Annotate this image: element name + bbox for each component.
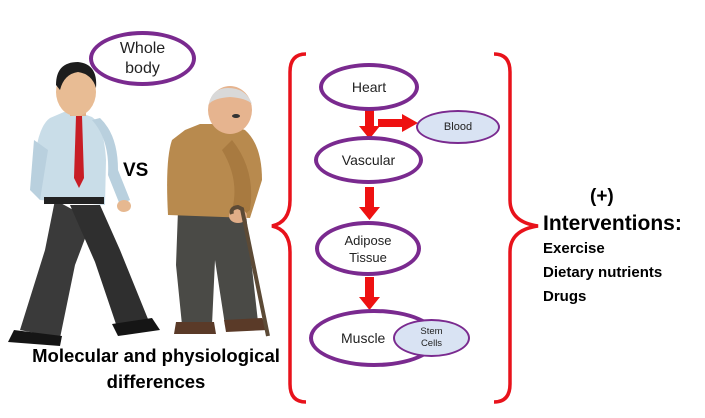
adipose-label-line1: Adipose bbox=[344, 232, 392, 248]
arrow-to-blood bbox=[378, 114, 418, 132]
vascular-label: Vascular bbox=[341, 152, 396, 168]
whole-body-line1: Whole bbox=[119, 39, 166, 57]
whole-body-oval: Whole body bbox=[89, 31, 196, 86]
caption: Molecular and physiological differences bbox=[14, 343, 298, 395]
intervention-dietary-nutrients: Dietary nutrients bbox=[543, 264, 663, 281]
adipose-label-line2: Tissue bbox=[349, 249, 387, 265]
flow-arrows bbox=[359, 108, 418, 310]
heart-label: Heart bbox=[351, 79, 387, 95]
vascular-oval: Vascular bbox=[314, 136, 423, 184]
arrow-heart-to-vascular bbox=[359, 108, 380, 139]
whole-body-line2: body bbox=[125, 59, 160, 77]
caption-line1: Molecular and physiological bbox=[32, 345, 280, 366]
arrow-adipose-to-muscle bbox=[359, 277, 380, 310]
plus-label: (+) bbox=[590, 186, 614, 207]
blood-label: Blood bbox=[443, 121, 473, 133]
caption-line2: differences bbox=[106, 371, 206, 392]
arrow-vascular-to-adipose bbox=[359, 187, 380, 220]
muscle-label: Muscle bbox=[341, 330, 386, 346]
intervention-exercise: Exercise bbox=[543, 240, 605, 257]
blood-oval: Blood bbox=[416, 110, 500, 144]
stem-label-line2: Cells bbox=[420, 338, 443, 349]
vs-label: VS bbox=[123, 160, 149, 181]
stem-label-line1: Stem bbox=[420, 326, 443, 337]
intervention-drugs: Drugs bbox=[543, 288, 587, 305]
stem-cells-oval: Stem Cells bbox=[393, 319, 470, 357]
right-bracket bbox=[493, 52, 539, 404]
old-man-figure bbox=[167, 86, 270, 337]
young-man-figure bbox=[8, 62, 160, 346]
interventions-title: Interventions: bbox=[543, 212, 682, 235]
adipose-tissue-oval: Adipose Tissue bbox=[315, 221, 421, 276]
heart-oval: Heart bbox=[319, 63, 419, 111]
left-bracket bbox=[271, 52, 307, 404]
